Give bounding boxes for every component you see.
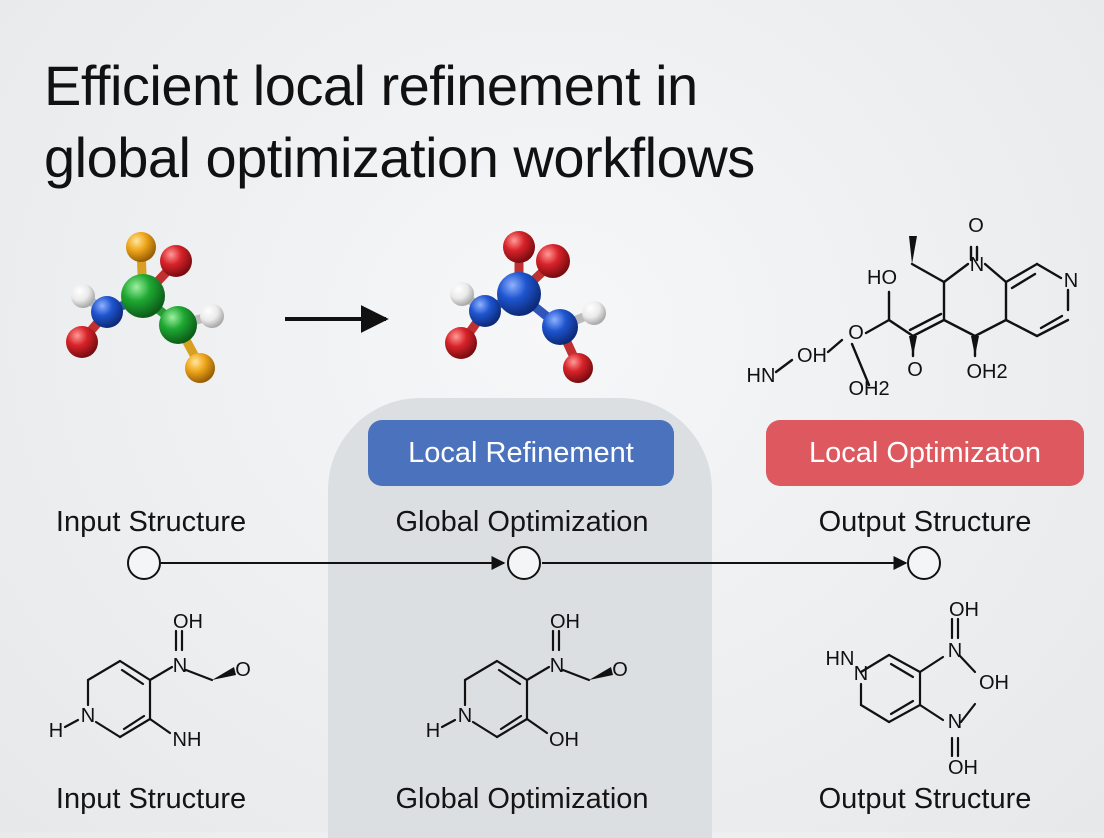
- atom-label: NH: [173, 729, 202, 751]
- atom-label: OH: [948, 757, 978, 779]
- atom-label: N: [970, 254, 984, 276]
- atom-label: N: [458, 705, 472, 727]
- atom: [91, 296, 123, 328]
- title-line-2: global optimization workflows: [44, 126, 755, 189]
- atom: [542, 309, 578, 345]
- atom: [185, 353, 215, 383]
- workflow-node-output: [907, 546, 941, 580]
- atom: [536, 244, 570, 278]
- atom-label: N: [948, 640, 962, 662]
- chemical-structure-bottom-middle: [440, 629, 591, 739]
- atom-label: OH2: [848, 378, 889, 400]
- atom: [126, 232, 156, 262]
- atom: [563, 353, 593, 383]
- atom-label: O: [235, 659, 251, 681]
- atom-label: N: [854, 663, 868, 685]
- atom-label: O: [907, 359, 923, 381]
- atom-label: H: [426, 720, 440, 742]
- atom: [445, 327, 477, 359]
- bottom-label-output: Output Structure: [818, 783, 1032, 815]
- ball-and-stick-model-input: [66, 232, 224, 383]
- stage-label-global: Global Optimization: [395, 506, 649, 538]
- atom-labels-bottom-middle: OH N O H N OH: [426, 611, 628, 751]
- atom-label: N: [81, 705, 95, 727]
- title-line-1: Efficient local refinement in: [44, 54, 698, 117]
- atom: [159, 306, 197, 344]
- atom-label: N: [550, 655, 564, 677]
- atom-label: HN: [826, 648, 855, 670]
- atom-label: OH: [173, 611, 203, 633]
- workflow-line: [127, 546, 941, 580]
- atom-label: O: [612, 659, 628, 681]
- atom-label: N: [948, 711, 962, 733]
- workflow-node-global: [507, 546, 541, 580]
- atom-label: O: [968, 215, 984, 237]
- atom: [503, 231, 535, 263]
- atom-label: OH: [949, 599, 979, 621]
- atom-label: HO: [867, 267, 897, 289]
- atom-labels-bottom-left: OH N O H N NH: [49, 611, 251, 751]
- atom-labels-bottom-right: OH N HN N OH N OH: [826, 599, 1009, 779]
- atom: [469, 295, 501, 327]
- atom-label: O: [848, 322, 864, 344]
- atom-label: OH: [550, 611, 580, 633]
- atom-label: HN: [747, 365, 776, 387]
- atom: [121, 274, 165, 318]
- atom: [66, 326, 98, 358]
- atom: [200, 304, 224, 328]
- atom-label: OH: [797, 345, 827, 367]
- atom: [450, 282, 474, 306]
- wedge-bonds: [909, 236, 979, 356]
- bottom-label-input: Input Structure: [55, 783, 247, 815]
- atom: [160, 245, 192, 277]
- atom: [497, 272, 541, 316]
- local-optimization-badge: Local Optimizaton: [766, 420, 1084, 486]
- atom-label: N: [1064, 270, 1078, 292]
- stage-label-output: Output Structure: [818, 506, 1032, 538]
- chemical-structure-bottom-left: [63, 629, 214, 739]
- chemical-structure-bottom-right: [859, 617, 977, 758]
- atom-label: OH: [979, 672, 1009, 694]
- ball-and-stick-model-refined: [445, 231, 606, 383]
- atom: [71, 284, 95, 308]
- wedge-bond: [212, 667, 236, 680]
- atom-labels-top-right: O HO N N O HN OH OH2 O OH2: [747, 215, 1079, 400]
- bottom-label-global: Global Optimization: [395, 783, 649, 815]
- atom-label: OH: [549, 729, 579, 751]
- local-refinement-badge: Local Refinement: [368, 420, 674, 486]
- stage-label-input: Input Structure: [55, 506, 247, 538]
- workflow-node-input: [127, 546, 161, 580]
- chemical-structure-top-right: [774, 245, 1070, 387]
- page-title: Efficient local refinement in global opt…: [44, 50, 1044, 194]
- atom: [582, 301, 606, 325]
- wedge-bond: [589, 667, 613, 680]
- atom-label: H: [49, 720, 63, 742]
- atom-label: OH2: [966, 361, 1007, 383]
- atom-label: N: [173, 655, 187, 677]
